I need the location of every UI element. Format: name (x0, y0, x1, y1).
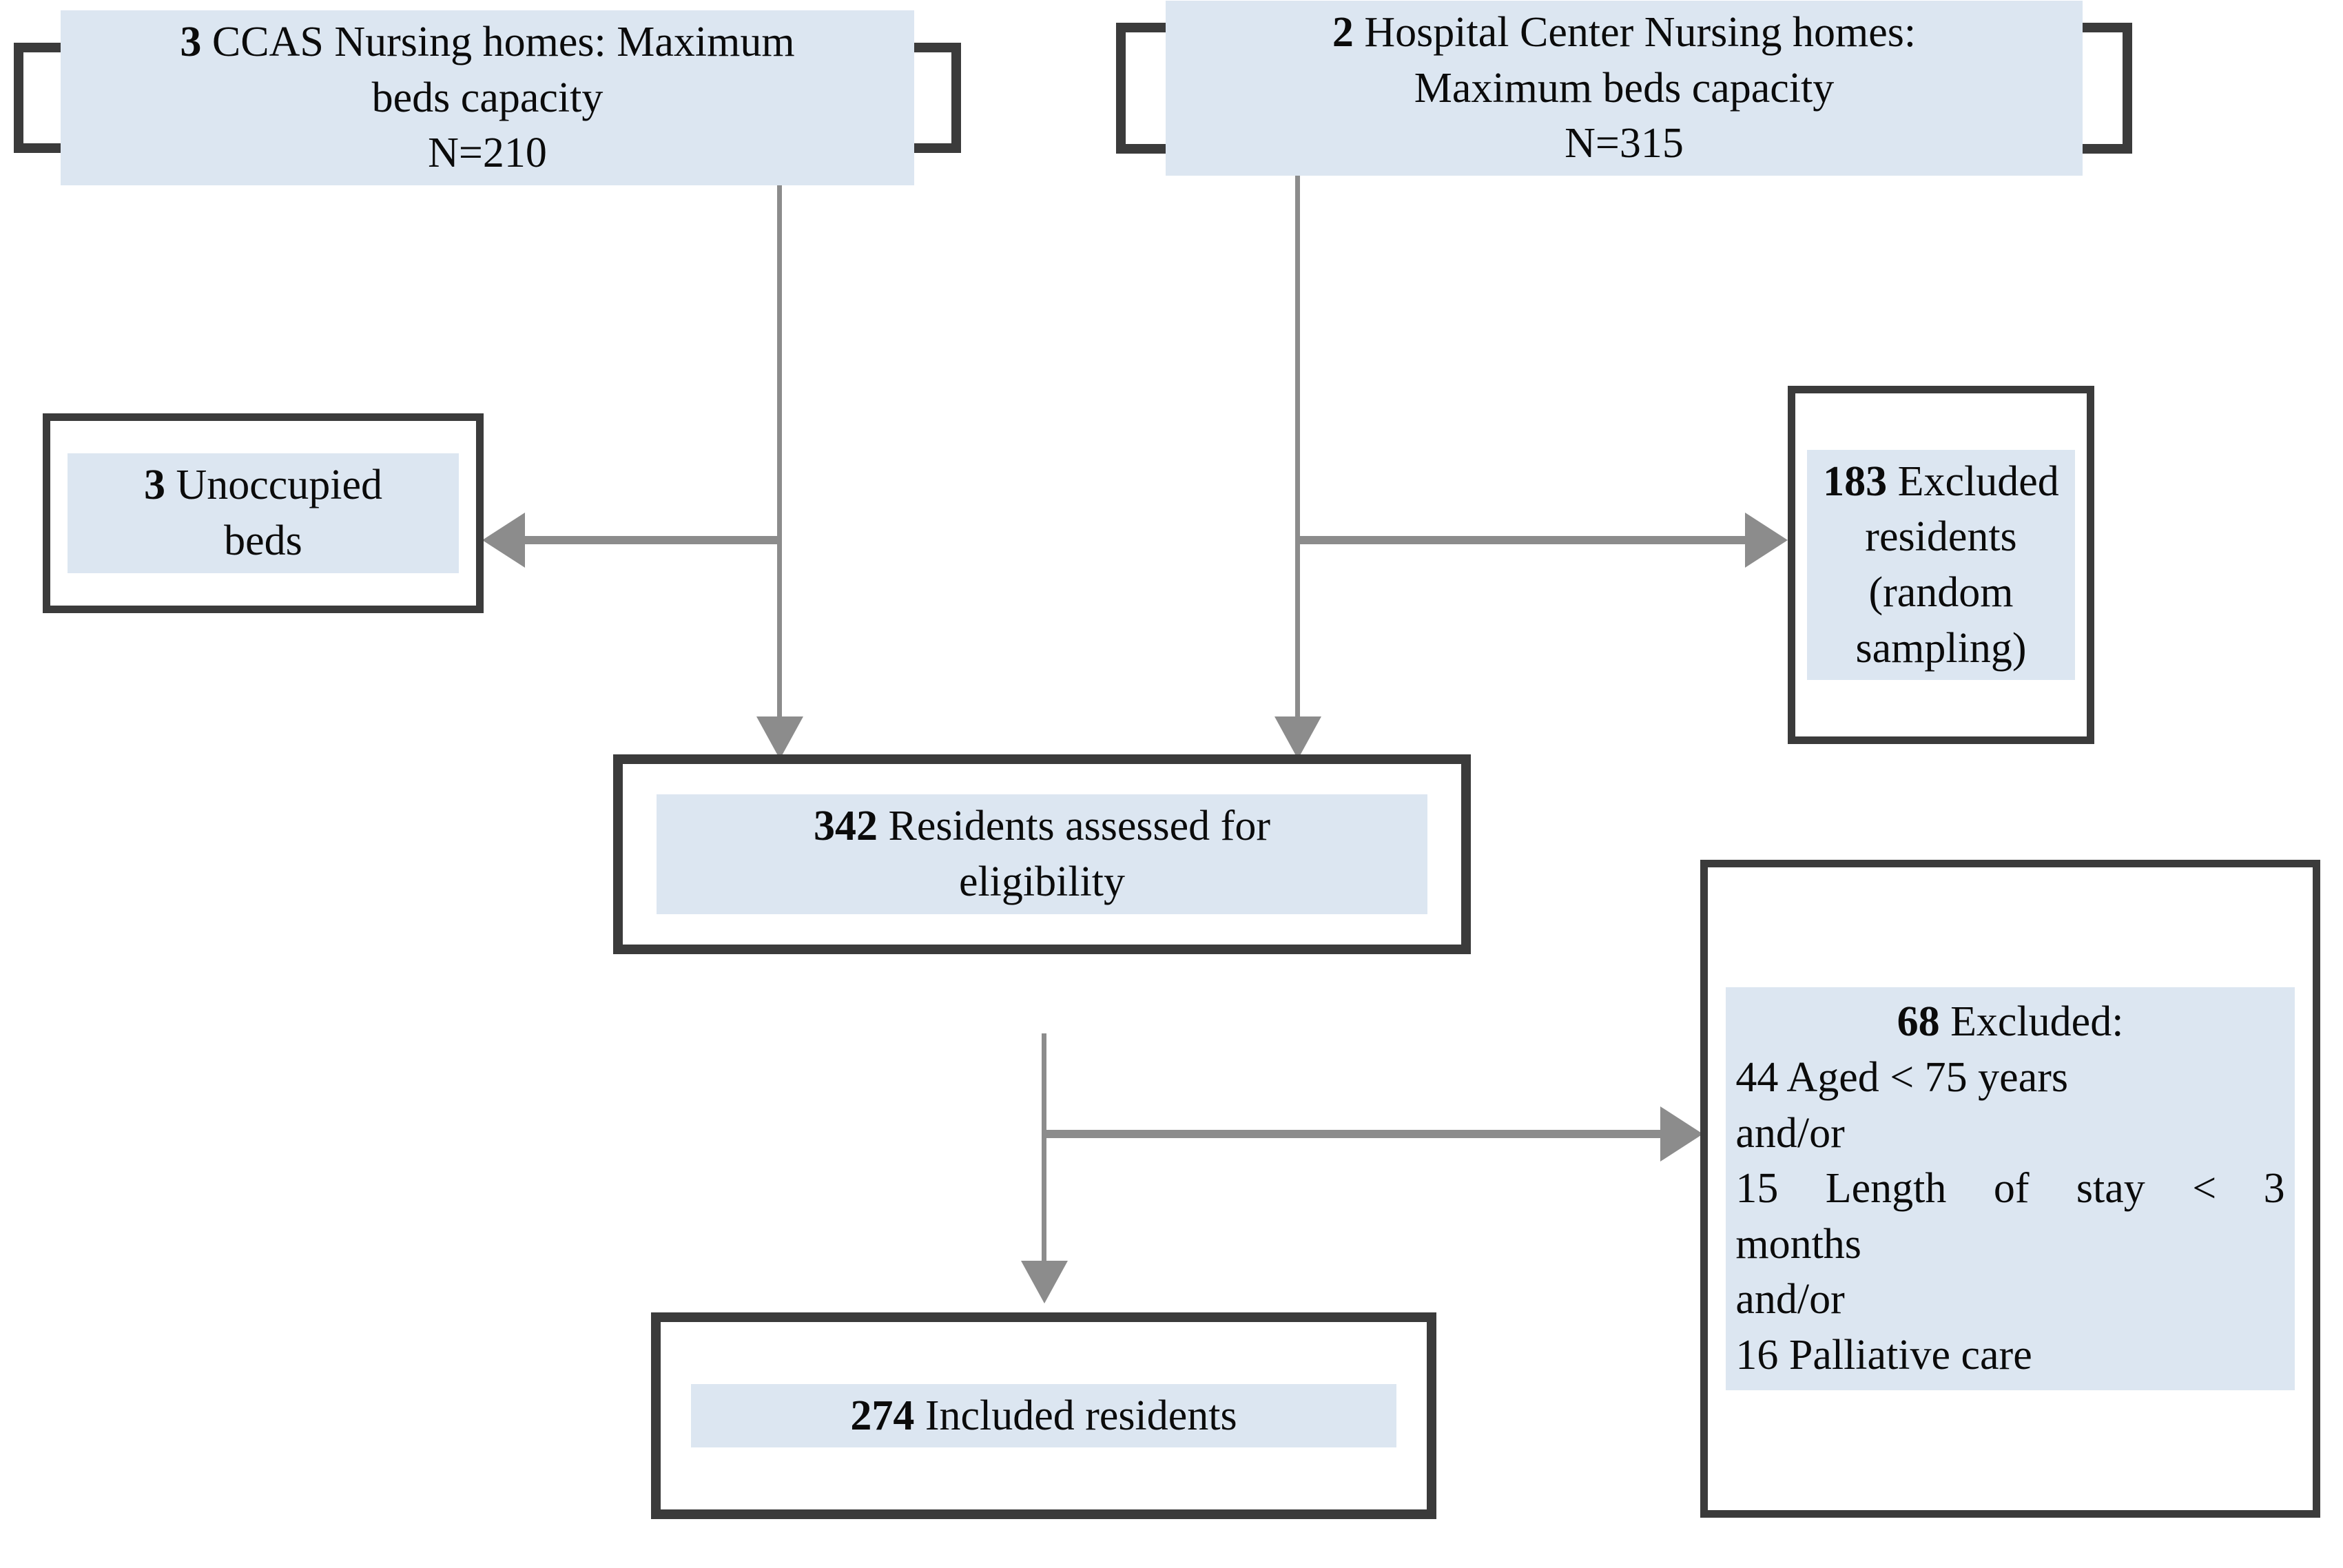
connector-assessed-to-excluded68 (1044, 1130, 1660, 1138)
node-excluded-68-text: 68 Excluded: 44 Aged < 75 years and/or 1… (1726, 987, 2295, 1390)
arrowhead-to-excluded183 (1745, 513, 1788, 568)
node-excluded-183-line1: Excluded (1897, 457, 2059, 505)
arrowhead-to-excluded68 (1660, 1106, 1703, 1162)
node-excluded-183-line4: sampling) (1855, 624, 2027, 672)
node-hospital-nursing-homes: 2 Hospital Center Nursing homes: Maximum… (1116, 1, 2132, 176)
arrowhead-ccas-to-assessed (756, 716, 803, 759)
node-excluded-68-count: 68 (1897, 998, 1940, 1046)
node-ccas-text: 3 CCAS Nursing homes: Maximum beds capac… (60, 10, 915, 185)
connector-ccas-vertical (777, 153, 782, 725)
node-unoccupied-count: 3 (143, 462, 165, 509)
node-hospital-line1: Hospital Center Nursing homes: (1364, 9, 1917, 56)
node-ccas-line2: beds capacity (371, 74, 603, 121)
connector-assessed-vertical (1042, 1033, 1046, 1268)
arrowhead-assessed-to-included (1021, 1261, 1068, 1303)
node-ccas-count: 3 (180, 19, 202, 66)
node-unoccupied-line2: beds (224, 517, 302, 564)
node-hospital-count: 2 (1332, 9, 1354, 56)
node-assessed-line1: Residents assessed for (888, 803, 1270, 850)
node-unoccupied-text: 3 Unoccupied beds (67, 453, 460, 573)
node-hospital-line2: Maximum beds capacity (1414, 64, 1835, 112)
node-hospital-text: 2 Hospital Center Nursing homes: Maximum… (1165, 1, 2083, 176)
node-ccas-line3: N=210 (428, 130, 547, 177)
node-assessed-count: 342 (814, 803, 878, 850)
node-excluded-183-line3: (random (1868, 569, 2014, 616)
arrowhead-to-unoccupied (482, 513, 525, 568)
node-included-count: 274 (850, 1392, 915, 1439)
node-included-residents: 274 Included residents (651, 1312, 1436, 1519)
node-excluded-68-heading: Excluded: (1950, 998, 2124, 1046)
node-ccas-line1: CCAS Nursing homes: Maximum (211, 19, 795, 66)
node-excluded-68-item2: 15 Length of stay < 3 (1735, 1165, 2285, 1213)
node-excluded-68-conj2: and/or (1735, 1276, 1845, 1323)
node-assessed-text: 342 Residents assessed for eligibility (656, 794, 1428, 914)
node-excluded-68: 68 Excluded: 44 Aged < 75 years and/or 1… (1700, 860, 2320, 1518)
node-excluded-183-text: 183 Excluded residents (random sampling) (1806, 449, 2076, 681)
connector-ccas-to-unoccupied (524, 536, 780, 544)
node-excluded-68-item2-cont: months (1735, 1220, 1861, 1268)
node-excluded-68-item1: 44 Aged < 75 years (1735, 1054, 2068, 1102)
node-excluded-68-item3: 16 Palliative care (1735, 1331, 2032, 1379)
connector-hospital-to-excluded183 (1297, 536, 1745, 544)
node-ccas-nursing-homes: 3 CCAS Nursing homes: Maximum beds capac… (14, 10, 961, 185)
arrowhead-hospital-to-assessed (1274, 716, 1321, 759)
node-assessed-for-eligibility: 342 Residents assessed for eligibility (613, 754, 1471, 954)
node-assessed-line2: eligibility (958, 858, 1126, 905)
node-unoccupied-beds: 3 Unoccupied beds (43, 413, 484, 613)
node-included-line1: Included residents (925, 1392, 1237, 1439)
connector-hospital-vertical (1295, 154, 1300, 725)
node-hospital-line3: N=315 (1565, 120, 1684, 167)
node-excluded-183: 183 Excluded residents (random sampling) (1788, 386, 2094, 744)
node-unoccupied-line1: Unoccupied (176, 462, 383, 509)
node-excluded-183-line2: residents (1865, 513, 2017, 561)
node-excluded-183-count: 183 (1823, 457, 1888, 505)
node-excluded-68-heading-row: 68 Excluded: (1735, 994, 2284, 1050)
node-included-text: 274 Included residents (691, 1383, 1396, 1448)
node-excluded-68-conj1: and/or (1735, 1109, 1845, 1157)
